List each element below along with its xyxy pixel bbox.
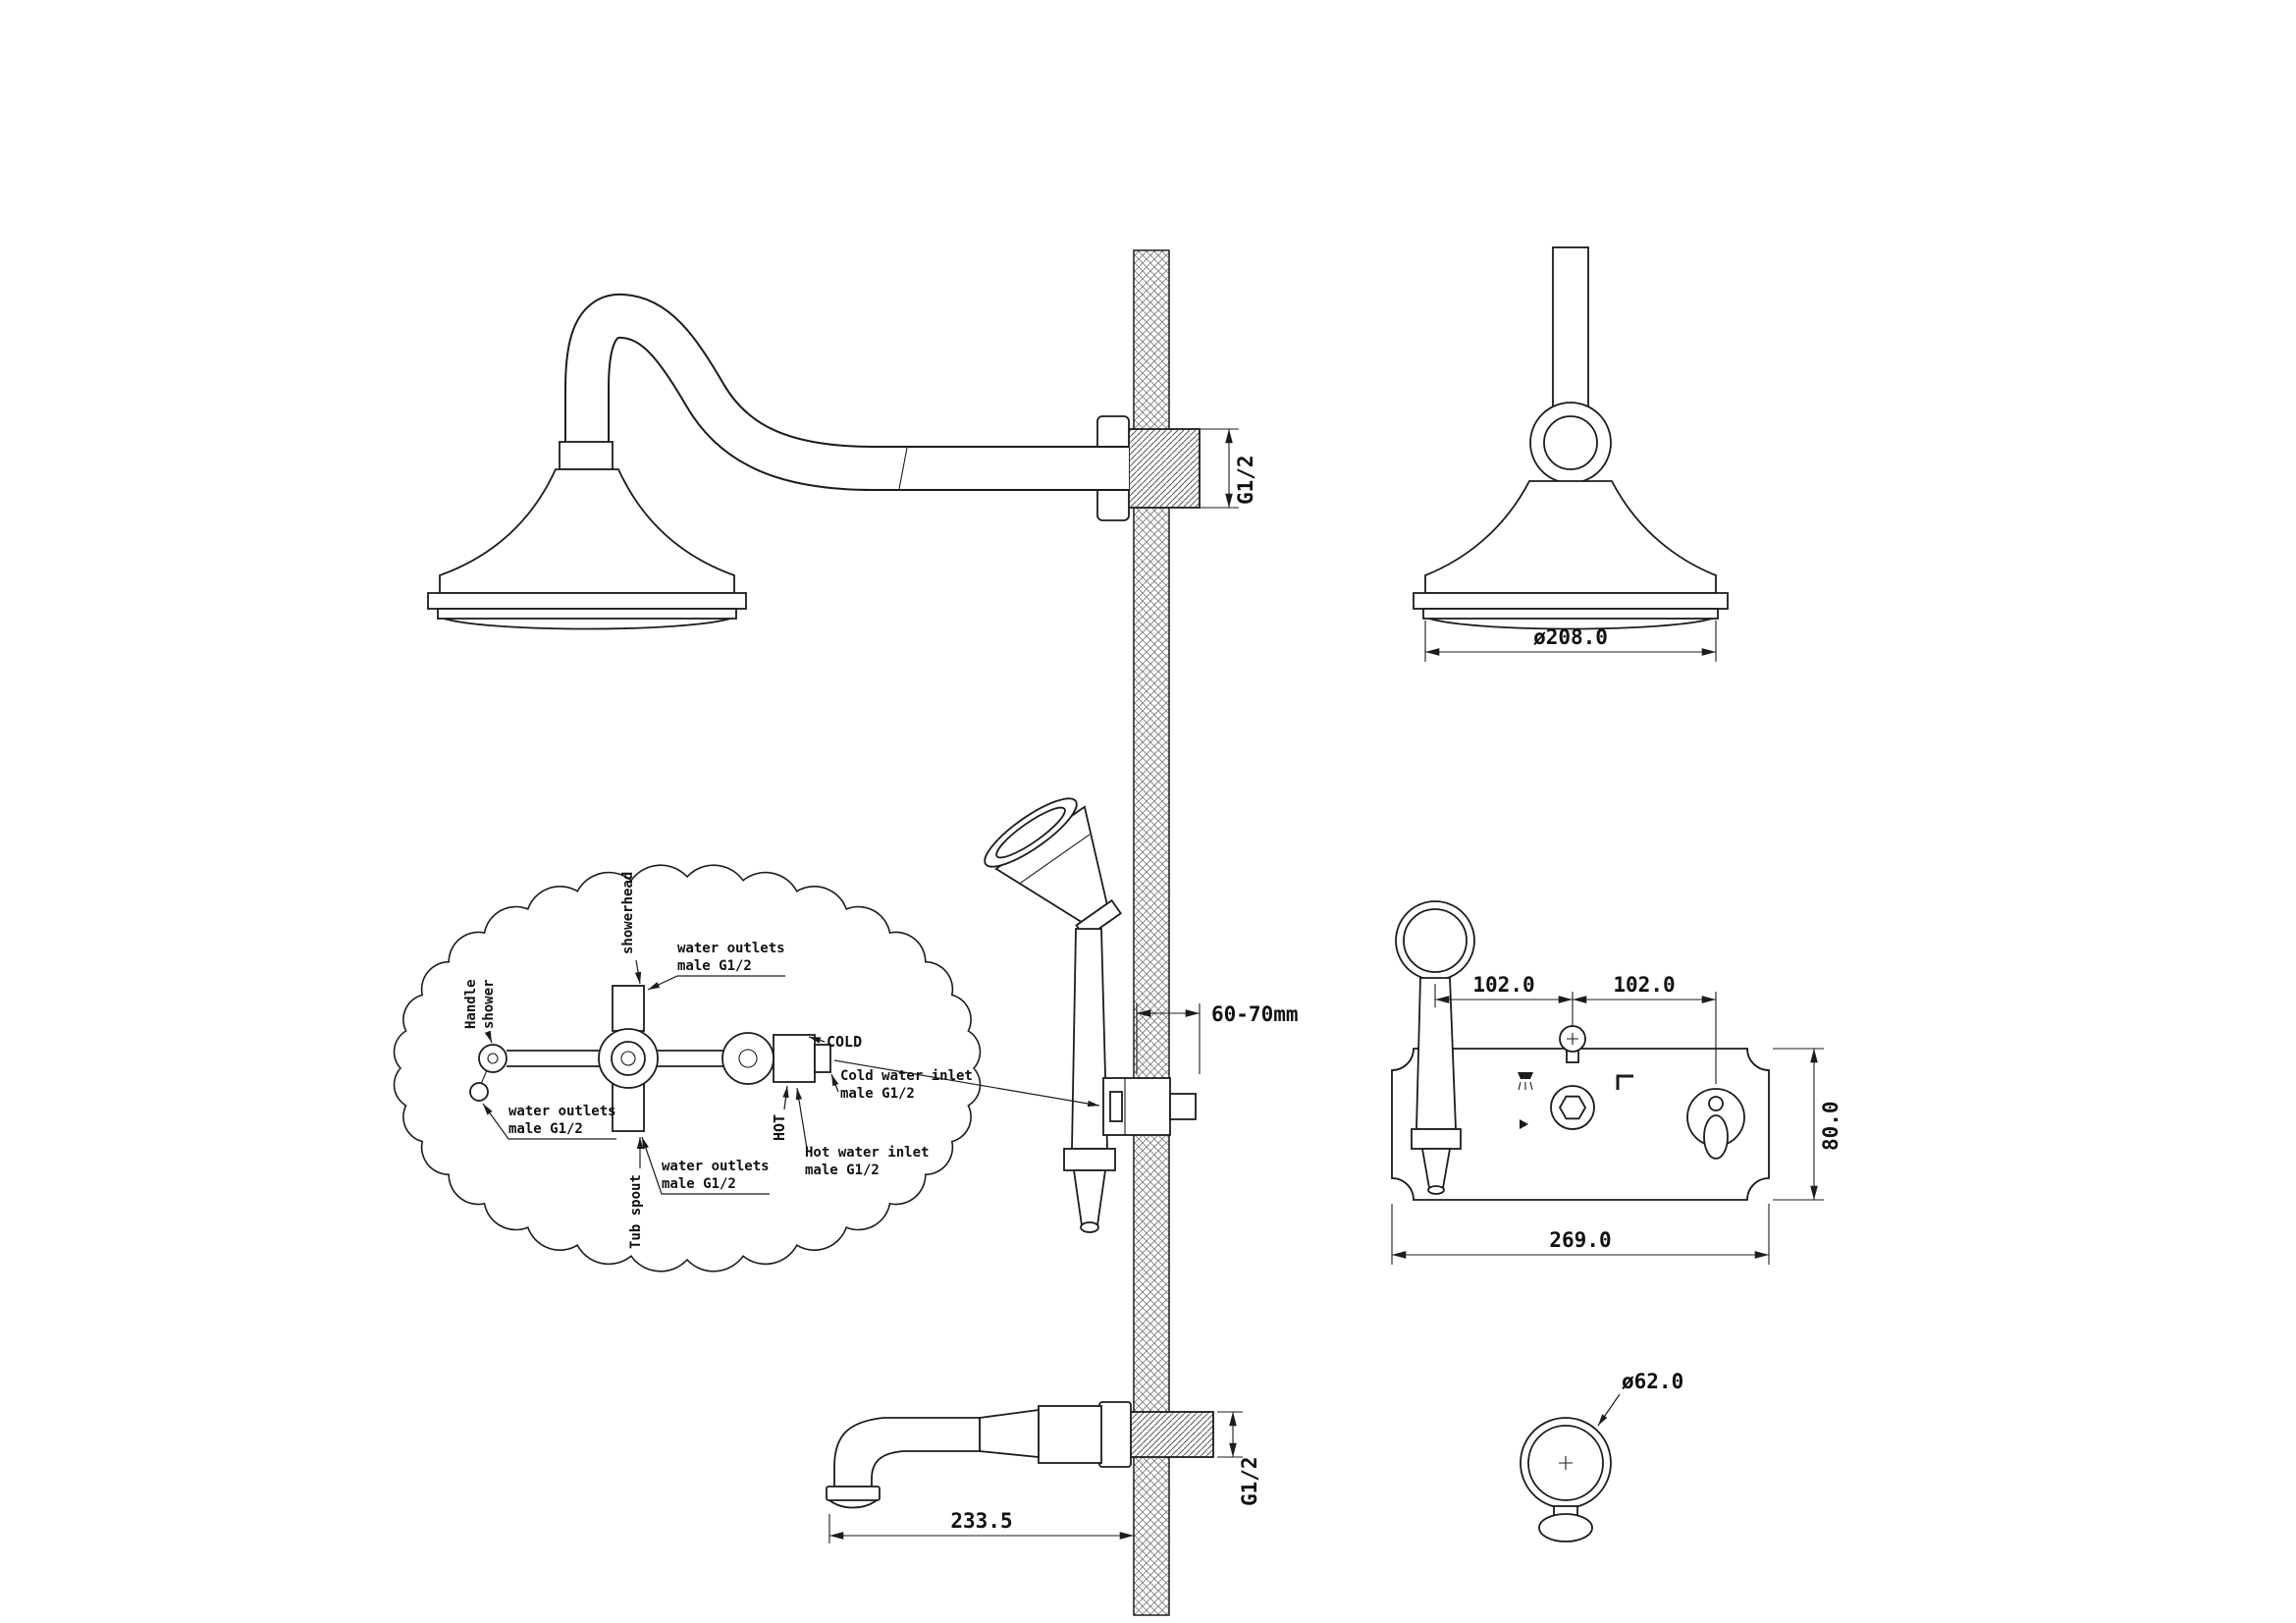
shower-head-side-view — [427, 441, 747, 630]
shower-mode-icon — [1518, 1072, 1533, 1091]
arm-wall-thread — [1126, 428, 1201, 509]
dim-head-diameter: ø208.0 — [1424, 621, 1717, 662]
head-rim — [427, 592, 747, 610]
handle-shower-outlet — [478, 1044, 507, 1073]
label-cold: COLD — [827, 1033, 862, 1051]
mixer-valve-body — [773, 1034, 816, 1083]
dim-spout-length-text: 233.5 — [950, 1509, 1012, 1533]
dim-span-right: 102.0 — [1573, 973, 1716, 1003]
temp-knob-lever — [1703, 1114, 1729, 1160]
hand-shower-handle — [1071, 928, 1108, 1150]
hand-shower-nut — [1063, 1148, 1116, 1171]
dim-spout-length: 233.5 — [828, 1509, 1134, 1543]
handle-base — [1538, 1513, 1593, 1542]
label-water-outlets-top-1: water outlets — [677, 941, 785, 956]
front-pipe — [1552, 246, 1589, 407]
label-showerhead: showerhead — [620, 872, 636, 954]
dim-plate-height-text: 80.0 — [1819, 1101, 1842, 1151]
handle-top-view: ø62.0 — [1520, 1370, 1683, 1542]
spout-mouth — [826, 1486, 881, 1501]
valve-plate-front-view: 102.0 102.0 80.0 269.0 — [1391, 900, 1842, 1265]
dim-spout-thread: G1/2 — [1217, 1411, 1261, 1506]
front-face-ring — [1422, 608, 1719, 620]
label-cold-inlet-1: Cold water inlet — [840, 1068, 973, 1084]
spout-tube — [833, 1417, 981, 1488]
hand-shower-front-view — [1395, 900, 1475, 1195]
diverter-body — [598, 1028, 659, 1089]
dim-plate-width-text: 269.0 — [1549, 1228, 1611, 1252]
arm-seam — [898, 447, 908, 490]
front-rim — [1413, 592, 1729, 610]
dim-wall-depth: 60-70mm — [1136, 1002, 1299, 1074]
flow-arrow-icon — [1520, 1119, 1528, 1129]
head-face-ring — [437, 608, 737, 620]
front-ball-joint — [1529, 402, 1612, 484]
bracket-body — [1102, 1077, 1171, 1136]
dim-plate-height: 80.0 — [1773, 1048, 1842, 1201]
head-connector — [559, 441, 614, 470]
dim-head-diameter-text: ø208.0 — [1533, 625, 1608, 649]
showerhead-outlet-pipe — [612, 985, 645, 1032]
shower-arm-side-view — [564, 294, 1201, 521]
spout-nut — [1038, 1405, 1102, 1464]
dim-span-left-text: 102.0 — [1472, 973, 1534, 997]
dim-wall-depth-text: 60-70mm — [1211, 1002, 1299, 1026]
label-handle-shower-2: shower — [481, 979, 497, 1029]
dim-handle-diameter-text: ø62.0 — [1622, 1370, 1683, 1393]
label-hot-inlet-2: male G1/2 — [805, 1163, 880, 1178]
cloud-outline — [393, 864, 982, 1272]
dim-arm-thread: G1/2 — [1200, 428, 1257, 509]
label-water-outlets-left-1: water outlets — [508, 1104, 616, 1119]
hose-connector — [1072, 1169, 1107, 1226]
hand-shower-head-front — [1395, 900, 1475, 981]
spout-escutcheon — [1098, 1401, 1132, 1468]
label-cold-inlet-2: male G1/2 — [840, 1086, 915, 1102]
label-hot: HOT — [771, 1114, 788, 1141]
wall-outlet-bracket — [1102, 1077, 1197, 1136]
diverter-hex-nut — [1550, 1085, 1595, 1130]
label-water-outlets-top-2: male G1/2 — [677, 958, 752, 974]
head-bell — [439, 468, 735, 594]
dim-handle-diameter: ø62.0 — [1597, 1370, 1683, 1427]
dim-span-right-text: 102.0 — [1613, 973, 1675, 997]
label-tub-spout: Tub spout — [628, 1174, 644, 1249]
hand-shower-side-view — [984, 797, 1123, 1233]
label-water-outlets-left-2: male G1/2 — [508, 1121, 583, 1137]
callout-cloud — [393, 864, 982, 1272]
front-bell — [1424, 480, 1717, 594]
hand-shower-handle-front — [1415, 977, 1457, 1130]
label-hot-inlet-1: Hot water inlet — [805, 1145, 929, 1161]
tub-spout-outlet-pipe — [612, 1083, 645, 1132]
valve-assembly-diagram: showerhead water outlets male G1/2 Handl… — [463, 872, 1100, 1249]
spout-wall-thread — [1128, 1411, 1214, 1458]
leader-to-wall-valve — [833, 1059, 1100, 1108]
mixer-valve-face — [721, 1032, 774, 1085]
arm-tube-fill — [566, 296, 1129, 489]
shower-head-front-view: ø208.0 — [1413, 246, 1729, 662]
valve-stub — [1169, 1093, 1197, 1120]
label-water-outlets-bottom-1: water outlets — [662, 1159, 770, 1174]
tub-spout-side-view: 233.5 G1/2 — [826, 1401, 1261, 1543]
dim-span-left: 102.0 — [1434, 973, 1717, 1084]
label-water-outlets-bottom-2: male G1/2 — [662, 1176, 736, 1192]
hand-shower-face — [984, 797, 1078, 868]
dim-plate-width: 269.0 — [1391, 1204, 1770, 1265]
dim-spout-thread-text: G1/2 — [1238, 1456, 1261, 1506]
spout-mode-icon — [1616, 1074, 1633, 1090]
label-handle-shower-1: Handle — [463, 979, 479, 1029]
dim-arm-thread-text: G1/2 — [1234, 455, 1257, 505]
head-face-arc — [443, 618, 731, 630]
